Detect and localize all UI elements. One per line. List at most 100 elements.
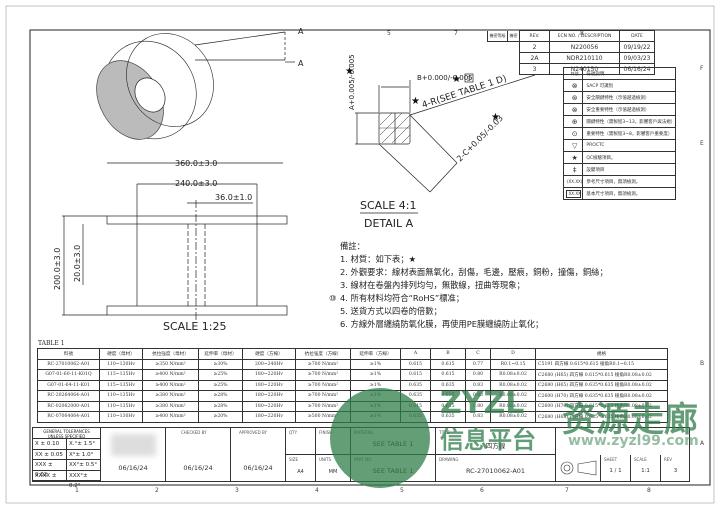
table-cell: C2680 (H65) 四方線 0.635*0.635 棱角R0.08±0.02 xyxy=(535,379,668,391)
table-cell: R0.08±0.02 xyxy=(490,390,536,402)
material-value: SEE TABLE 1 xyxy=(372,440,414,448)
table-cell: 料號 xyxy=(37,348,100,360)
col-header: REV. xyxy=(519,30,550,42)
legend-item: ⊗SACP 可識別 xyxy=(562,79,677,92)
approved-date: 06/16/24 xyxy=(243,464,273,472)
qc-star-icon: ★ xyxy=(491,112,500,123)
table-cell: 抗拉強度（方線） xyxy=(295,348,351,360)
table-cell: ≥28% xyxy=(198,390,243,402)
table-cell: C xyxy=(465,348,491,360)
dim-360: 360.0±3.0 xyxy=(175,159,217,168)
tolerance-value: X°± 1.0° xyxy=(69,451,94,458)
dim-240: 240.0±3.0 xyxy=(175,179,217,188)
table-cell: 110~130Hv xyxy=(99,358,143,370)
table-cell: ≥1% xyxy=(350,390,401,402)
table-cell: R0.08±0.02 xyxy=(490,369,536,381)
table-cell: D xyxy=(490,348,536,360)
table-cell: 115~135Hv xyxy=(99,369,143,381)
legend-item: ⊗安全重要特性（示值越過檢測） xyxy=(562,103,677,116)
table-cell: A xyxy=(400,348,431,360)
basic-dim-icon: XX.XX xyxy=(562,187,584,200)
table-cell: G07-01-64-11-K01 xyxy=(37,379,100,391)
scale-detail: SCALE 4:1 xyxy=(360,199,416,212)
size-label: SIZE xyxy=(289,457,298,462)
zone-label: 5 xyxy=(400,487,404,494)
coil-isometric xyxy=(96,29,295,140)
table1-caption: TABLE 1 xyxy=(38,340,65,347)
table-cell: G07-01-60-11-K01Q xyxy=(37,369,100,381)
title-block: GENERAL TOLERANCES UNLESS SPECIFIED X ± … xyxy=(32,427,690,489)
table-cell: 0.83 xyxy=(465,379,491,391)
table-cell: ≥1% xyxy=(350,358,401,370)
units-value: MM xyxy=(328,469,338,475)
legend-header: 符號說明 xyxy=(582,67,677,80)
table-cell: 0.615 xyxy=(430,358,466,370)
part-label: PART NO. xyxy=(354,457,373,462)
table-cell: 180~220Hv xyxy=(242,400,296,412)
section-marker-bottom: A xyxy=(298,59,304,68)
table-cell: 0.615 xyxy=(400,369,431,381)
table-cell: ≥380 N/mm² xyxy=(142,390,199,402)
tolerance-value: XX ± 0.05 xyxy=(33,449,67,459)
table-cell: ≥28% xyxy=(198,400,243,412)
table-cell: ≥700 N/mm² xyxy=(295,390,351,402)
note-item: 6. 方線外層纏繞防氧化膜，再使用PE膜纏繞防止氧化； xyxy=(340,319,544,329)
tolerance-value: XXX ± 0.02 xyxy=(33,460,67,478)
material-label: MATERIAL xyxy=(354,430,374,435)
table-cell: ≥400 N/mm² xyxy=(142,369,199,381)
table-cell: 0.83 xyxy=(465,390,491,402)
table-cell: RC-02062000-A01 xyxy=(37,400,100,412)
table-cell: 0.615 xyxy=(400,400,431,412)
title-value: 四方線 xyxy=(485,442,506,450)
drawn-date: 06/16/24 xyxy=(118,464,148,472)
table-cell: 硬度（方線） xyxy=(242,348,296,360)
tolerance-value: X.°± 1.5° xyxy=(69,441,96,447)
section-marker-top: A xyxy=(298,27,304,36)
zone-label: 7 xyxy=(565,487,569,494)
safety-critical-icon: ⊛ xyxy=(562,91,584,104)
notes-title: 備註： xyxy=(340,241,365,251)
table-cell: 0.635 xyxy=(400,390,431,402)
rev-label: REV xyxy=(664,457,673,462)
note-item: 4. 所有材料均符合“RoHS”標准； xyxy=(340,293,465,303)
dim-200: 200.0±3.0 xyxy=(53,248,62,290)
key-characteristic-icon: ⊕ xyxy=(562,115,584,128)
table-cell: ≥700 N/mm² xyxy=(295,358,351,370)
table-cell: C2680 (H65) 四方線 0.635*0.635 棱角R0.08±0.02 xyxy=(535,411,668,423)
scale-value: 1:1 xyxy=(641,468,650,474)
header-cell: 機密等級 xyxy=(487,30,508,42)
sheet-value: 1 / 1 xyxy=(609,468,622,474)
tolerance-value: XXX°± 0.2° xyxy=(69,472,88,489)
detail-label: DETAIL A xyxy=(364,217,414,230)
detail-a-dim: A+0.005/-0.005 xyxy=(348,54,356,110)
notes: 備註： 1. 材質：如下表；★ 2. 外觀要求：線材表面無氧化，刮傷，毛邊，壓痕… xyxy=(329,240,608,331)
table-cell: ≥20% xyxy=(198,411,243,423)
table-cell: RC-27010062-A01 xyxy=(37,358,100,370)
zone-label: A xyxy=(700,440,705,447)
table-cell: 0.635 xyxy=(430,411,466,423)
table-cell: ≥1% xyxy=(350,400,401,412)
zone-label: 3 xyxy=(235,487,239,494)
approved-label: APPROVED BY xyxy=(239,430,268,435)
note-item: 1. 材質：如下表；★ xyxy=(340,254,417,264)
table-cell: ≥700 N/mm² xyxy=(295,369,351,381)
detail-a-section xyxy=(355,74,536,214)
table-cell: 180~220Hv xyxy=(242,369,296,381)
scale-label: SCALE xyxy=(634,457,647,462)
dim-36: 36.0±1.0 xyxy=(215,193,252,202)
table-cell: 180~220Hv xyxy=(242,379,296,391)
qc-star-icon: ★ xyxy=(411,96,420,107)
table-cell: ≥1% xyxy=(350,369,401,381)
table-cell: ≥500 N/mm² xyxy=(295,411,351,423)
col-header: DATE xyxy=(619,30,655,42)
table-cell: R0.08±0.02 xyxy=(490,379,536,391)
table-cell: 0.635 xyxy=(400,379,431,391)
